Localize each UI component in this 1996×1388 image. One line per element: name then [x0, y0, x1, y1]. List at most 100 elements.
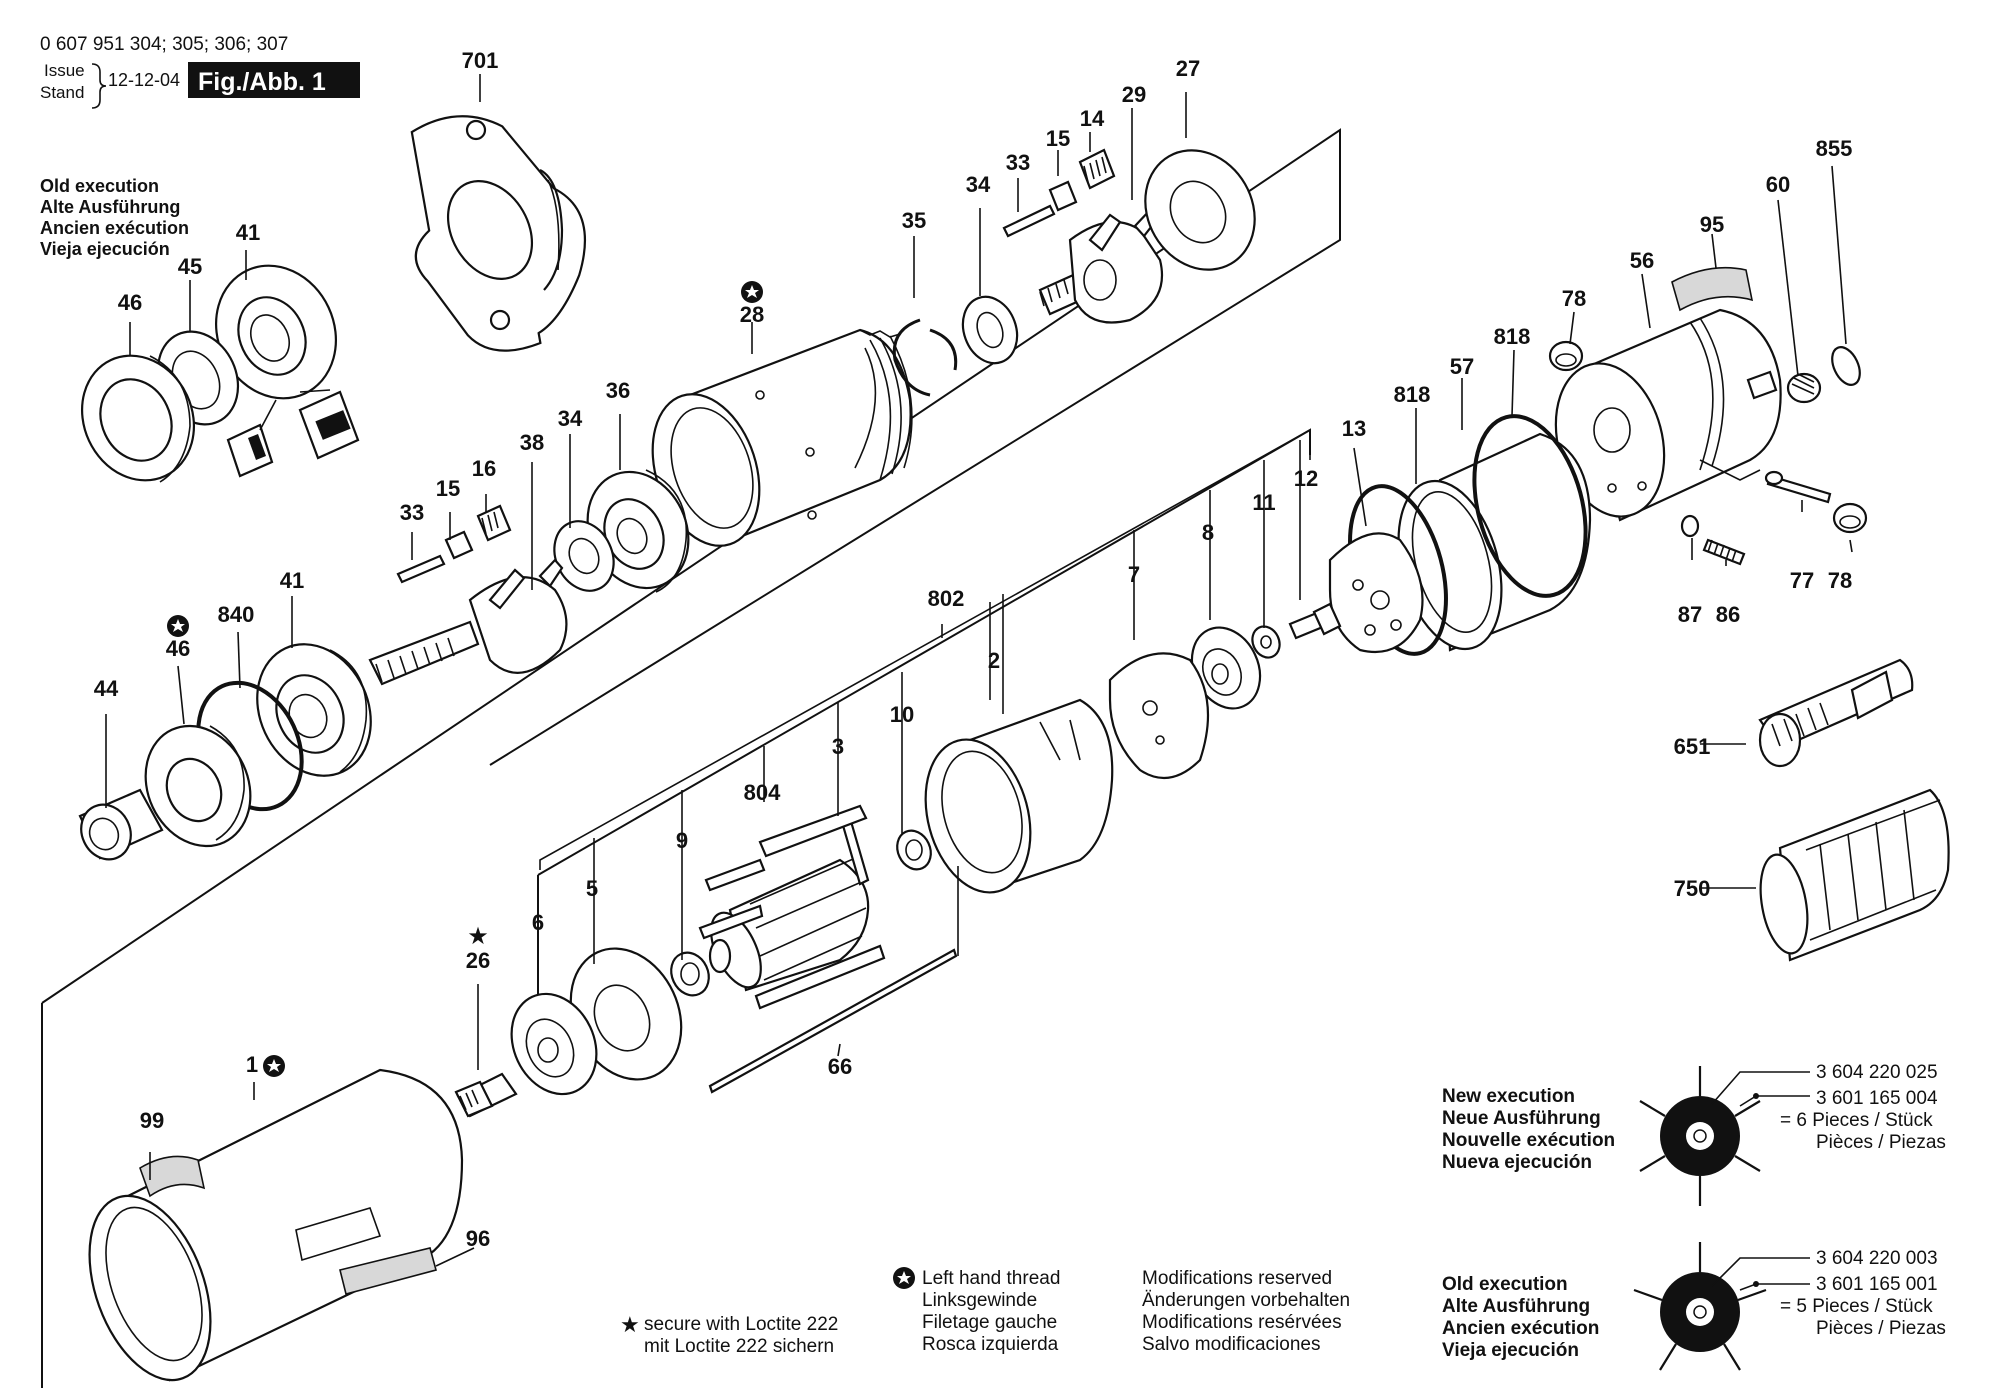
callout-46-top: 46	[118, 290, 142, 315]
callout-33-mid: 33	[400, 500, 424, 525]
part-6-bearing	[510, 992, 598, 1096]
callout-35: 35	[902, 208, 926, 233]
callout-750: 750	[1674, 876, 1711, 901]
callout-57: 57	[1450, 354, 1474, 379]
loctite-de: mit Loctite 222 sichern	[644, 1336, 834, 1357]
part-78-plug-top	[1548, 340, 1584, 372]
callout-5: 5	[586, 876, 598, 901]
part-9-ring	[670, 951, 710, 997]
left-hand-fr: Filetage gauche	[922, 1312, 1057, 1333]
callout-802: 802	[928, 586, 965, 611]
callout-9: 9	[676, 828, 688, 853]
part-66-rod	[708, 948, 958, 1094]
callout-7: 7	[1128, 562, 1140, 587]
part-33-pin-middle	[396, 554, 446, 584]
rotor-6-vanes-icon	[1639, 1066, 1761, 1206]
new-exec-part-a: 3 604 220 025	[1816, 1062, 1938, 1083]
old-exec-de: Alte Ausführung	[40, 197, 180, 217]
old-exec-fr: Ancien exécution	[40, 218, 189, 238]
part-38-rotor	[368, 558, 568, 686]
part-33-pin-top	[1002, 204, 1056, 238]
callout-56: 56	[1630, 248, 1654, 273]
callout-41-mid: 41	[280, 568, 304, 593]
part-95-label	[1671, 266, 1754, 312]
callout-15-top: 15	[1046, 126, 1070, 151]
stand-label: Stand	[40, 83, 84, 102]
part-numbers: 0 607 951 304; 305; 306; 307	[40, 34, 288, 55]
part-15-roller-middle	[444, 530, 474, 560]
part-15-roller-top	[1048, 180, 1078, 212]
callout-96: 96	[466, 1226, 490, 1251]
part-651-fitting	[1758, 658, 1914, 768]
tool-symbols	[226, 389, 360, 478]
callout-87: 87	[1678, 602, 1702, 627]
left-hand-es: Rosca izquierda	[922, 1334, 1059, 1355]
part-750-silencer	[1759, 788, 1950, 962]
callout-855: 855	[1816, 136, 1853, 161]
old-exec-qty: = 5 Pieces / Stück	[1780, 1296, 1933, 1317]
figure-label-box	[188, 62, 360, 98]
callout-14: 14	[1080, 106, 1105, 131]
old-exec-bottom-es: Vieja ejecución	[1442, 1340, 1579, 1361]
callout-36: 36	[606, 378, 630, 403]
new-exec-es: Nueva ejecución	[1442, 1152, 1592, 1173]
new-exec-qty2: Pièces / Piezas	[1816, 1132, 1946, 1153]
part-86-spring	[1702, 538, 1746, 566]
callout-3: 3	[832, 734, 844, 759]
part-12-screw	[1288, 602, 1342, 640]
old-exec-part-b: 3 601 165 001	[1816, 1274, 1938, 1295]
part-87-ring	[1680, 514, 1700, 538]
callout-34-top: 34	[966, 172, 991, 197]
callout-804: 804	[744, 780, 781, 805]
thread-symbols: ★	[167, 281, 763, 1077]
part-14-gear-top	[1078, 148, 1116, 190]
callout-60: 60	[1766, 172, 1790, 197]
part-26-pinion	[454, 1072, 518, 1118]
loctite-en: secure with Loctite 222	[644, 1314, 838, 1335]
part-818-oring-a	[1472, 414, 1588, 598]
new-exec-fr: Nouvelle exécution	[1442, 1130, 1615, 1151]
callout-28: 28	[740, 302, 764, 327]
callout-651: 651	[1674, 734, 1711, 759]
callout-16: 16	[472, 456, 496, 481]
new-exec-en: New execution	[1442, 1086, 1575, 1107]
part-34-washer-top	[961, 295, 1019, 365]
part-11-washer	[1251, 625, 1281, 659]
callout-38: 38	[520, 430, 544, 455]
part-44-nut	[78, 788, 164, 861]
callout-86: 86	[1716, 602, 1740, 627]
modifications-de: Änderungen vorbehalten	[1142, 1290, 1350, 1311]
new-execution-block: New execution Neue Ausführung Nouvelle e…	[1442, 1062, 1946, 1206]
star-icon: ★	[467, 923, 489, 950]
modifications-en: Modifications reserved	[1142, 1268, 1332, 1289]
old-exec-bottom-en: Old execution	[1442, 1274, 1568, 1295]
callout-13: 13	[1342, 416, 1366, 441]
part-701-flange	[410, 115, 586, 352]
callout-labels: 701 41 45 46 27 29 14 15 33 34 35 28 855…	[94, 48, 1853, 1251]
part-7-plate	[1108, 652, 1210, 780]
callout-78-bottom: 78	[1828, 568, 1852, 593]
new-exec-de: Neue Ausführung	[1442, 1108, 1601, 1129]
old-execution-block: Old execution Alte Ausführung Ancien exé…	[40, 176, 189, 259]
new-exec-part-b: 3 601 165 004	[1816, 1088, 1938, 1109]
callout-818-top: 818	[1494, 324, 1531, 349]
frame-upper-line	[41, 128, 1341, 1004]
callout-11: 11	[1252, 490, 1275, 515]
callout-15-mid: 15	[436, 476, 460, 501]
callout-77: 77	[1790, 568, 1814, 593]
issue-label: Issue	[44, 61, 85, 80]
callout-6: 6	[532, 910, 544, 935]
left-hand-en: Left hand thread	[922, 1268, 1060, 1289]
leader-lines	[105, 74, 1853, 1267]
callout-33-top: 33	[1006, 150, 1030, 175]
part-27-washer	[1144, 149, 1256, 271]
left-hand-de: Linksgewinde	[922, 1290, 1037, 1311]
old-exec-bottom-fr: Ancien exécution	[1442, 1318, 1599, 1339]
callout-1: 1	[246, 1052, 258, 1077]
old-exec-part-a: 3 604 220 003	[1816, 1248, 1938, 1269]
old-exec-en: Old execution	[40, 176, 159, 196]
old-execution-bottom-block: Old execution Alte Ausführung Ancien exé…	[1442, 1242, 1946, 1371]
callout-27: 27	[1176, 56, 1200, 81]
callout-41-top: 41	[236, 220, 260, 245]
